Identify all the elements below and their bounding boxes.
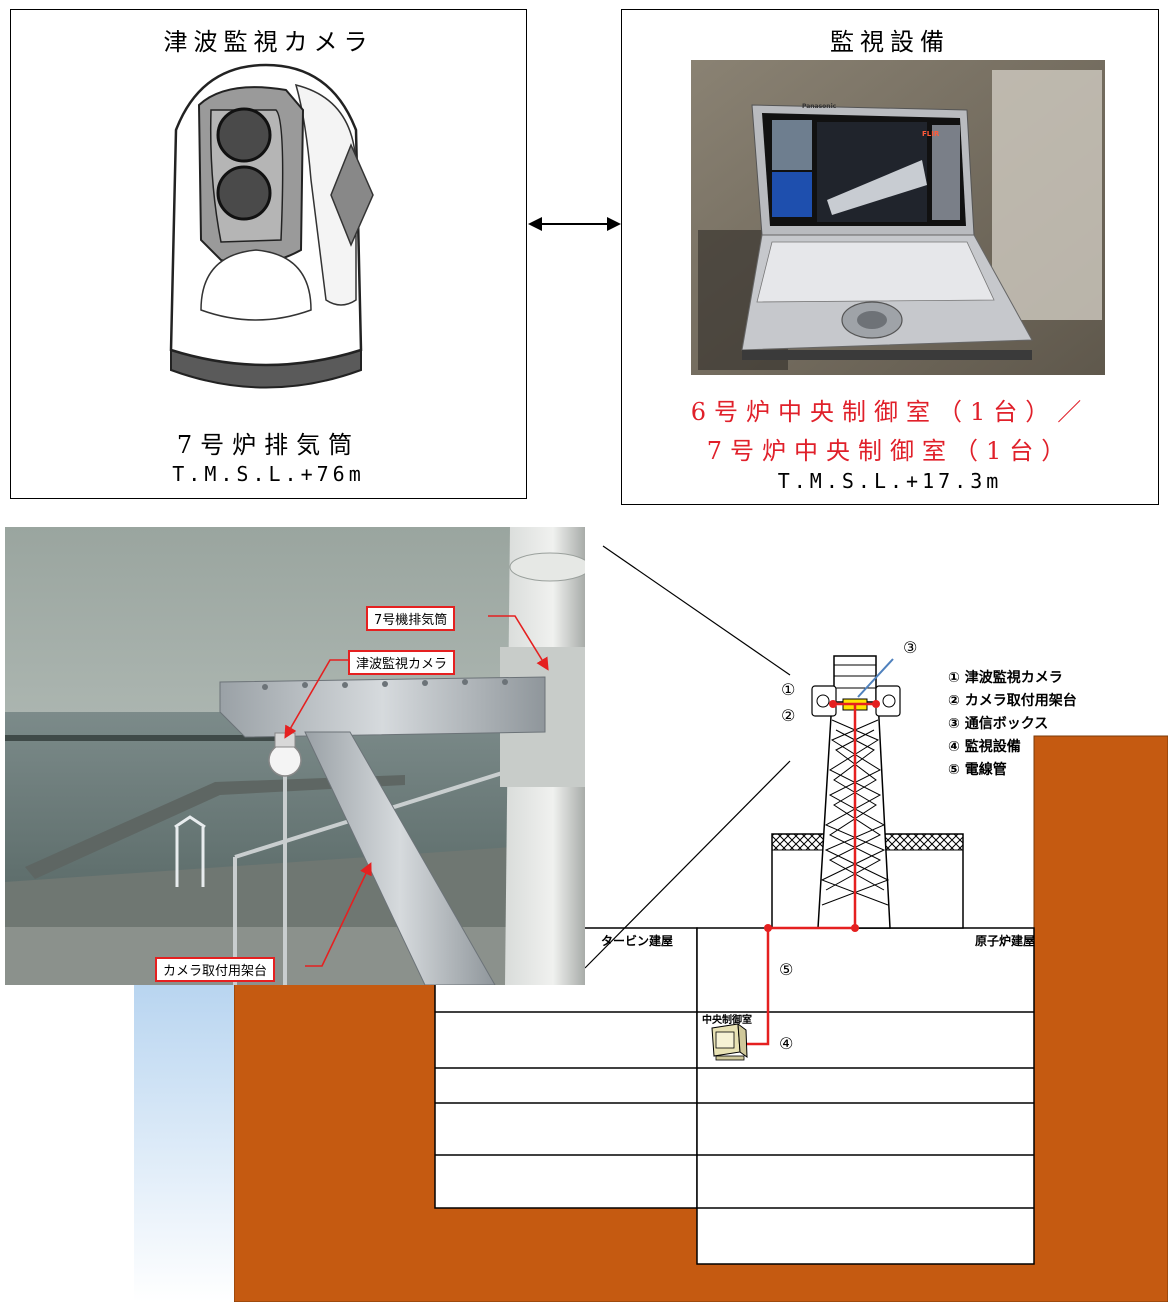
marker-5: ⑤	[779, 960, 794, 979]
callout-frame: カメラ取付用架台	[155, 957, 276, 982]
legend-item-camera: ① 津波監視カメラ	[948, 670, 1063, 686]
monitor-location-line1: 6号炉中央制御室（1台）／	[690, 398, 1090, 426]
site-photo	[5, 527, 585, 985]
legend: ① 津波監視カメラ ② カメラ取付用架台 ③ 通信ボックス ④ 監視設備 ⑤ 電…	[948, 667, 1077, 782]
camera-box: 津波監視カメラ 7号炉排気筒 T.M.S.L.+76m	[10, 9, 527, 499]
marker-4: ④	[779, 1034, 794, 1053]
callout-camera: 津波監視カメラ	[348, 650, 456, 675]
screen-brand: FLIR	[922, 130, 940, 138]
monitor-box: 監視設備 Panasonic FLIR 6号炉中央制御室（1台）／ 7号炉中央制…	[621, 9, 1159, 505]
thermal-camera-drawing	[169, 63, 374, 389]
control-room-monitor-icon	[711, 1022, 748, 1061]
marker-1: ①	[781, 680, 796, 699]
legend-item-conduit: ⑤ 電線管	[948, 762, 1007, 778]
marker-2: ②	[781, 706, 796, 725]
laptop-photo	[691, 60, 1105, 375]
callout-stack: 7号機排気筒	[366, 606, 456, 631]
camera-elevation: T.M.S.L.+76m	[172, 462, 365, 486]
legend-item-frame: ② カメラ取付用架台	[948, 693, 1077, 709]
legend-item-comm-box: ③ 通信ボックス	[948, 716, 1049, 732]
exhaust-stack	[811, 655, 901, 929]
camera-box-title: 津波監視カメラ	[163, 28, 374, 56]
control-room-label: 中央制御室	[702, 1015, 752, 1026]
monitor-box-title: 監視設備	[830, 28, 950, 56]
monitor-location-line2: 7号炉中央制御室（1台）	[706, 437, 1074, 465]
turbine-building-label: タービン建屋	[601, 934, 674, 948]
reactor-building-label: 原子炉建屋	[975, 934, 1036, 948]
camera-location: 7号炉排気筒	[176, 431, 361, 459]
marker-3: ③	[903, 638, 918, 657]
monitor-elevation: T.M.S.L.+17.3m	[777, 469, 1003, 493]
legend-item-monitor: ④ 監視設備	[948, 739, 1021, 755]
laptop-brand: Panasonic	[802, 103, 837, 110]
